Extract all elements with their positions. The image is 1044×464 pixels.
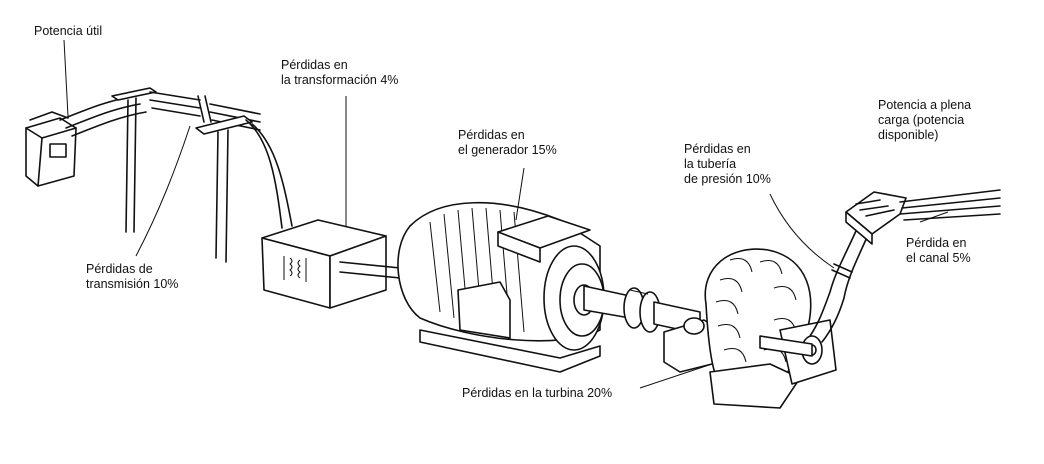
transmission-loss-label: Pérdidas de transmisión 10% (86, 262, 179, 291)
generator (397, 201, 605, 373)
generator-loss-label: Pérdidas en el generador 15% (458, 128, 557, 157)
consumer-box (25, 111, 77, 187)
shaft-coupling (583, 285, 701, 335)
canal-loss-label: Pérdida en el canal 5% (906, 236, 971, 265)
penstock-loss-label: Pérdidas en la tubería de presión 10% (684, 142, 771, 186)
turbine-loss-label: Pérdidas en la turbina 20% (462, 386, 613, 400)
useful-power-label: Potencia útil (34, 24, 103, 38)
leader-lines (63, 39, 949, 389)
transformer (261, 219, 421, 309)
full-load-power-label: Potencia a plena carga (potencia disponi… (878, 98, 972, 142)
penstock (809, 221, 873, 343)
transformation-loss-label: Pérdidas en la transformación 4% (281, 58, 399, 87)
forebay-canal (845, 189, 1001, 245)
transmission-line (59, 87, 293, 263)
turbine (663, 248, 837, 409)
